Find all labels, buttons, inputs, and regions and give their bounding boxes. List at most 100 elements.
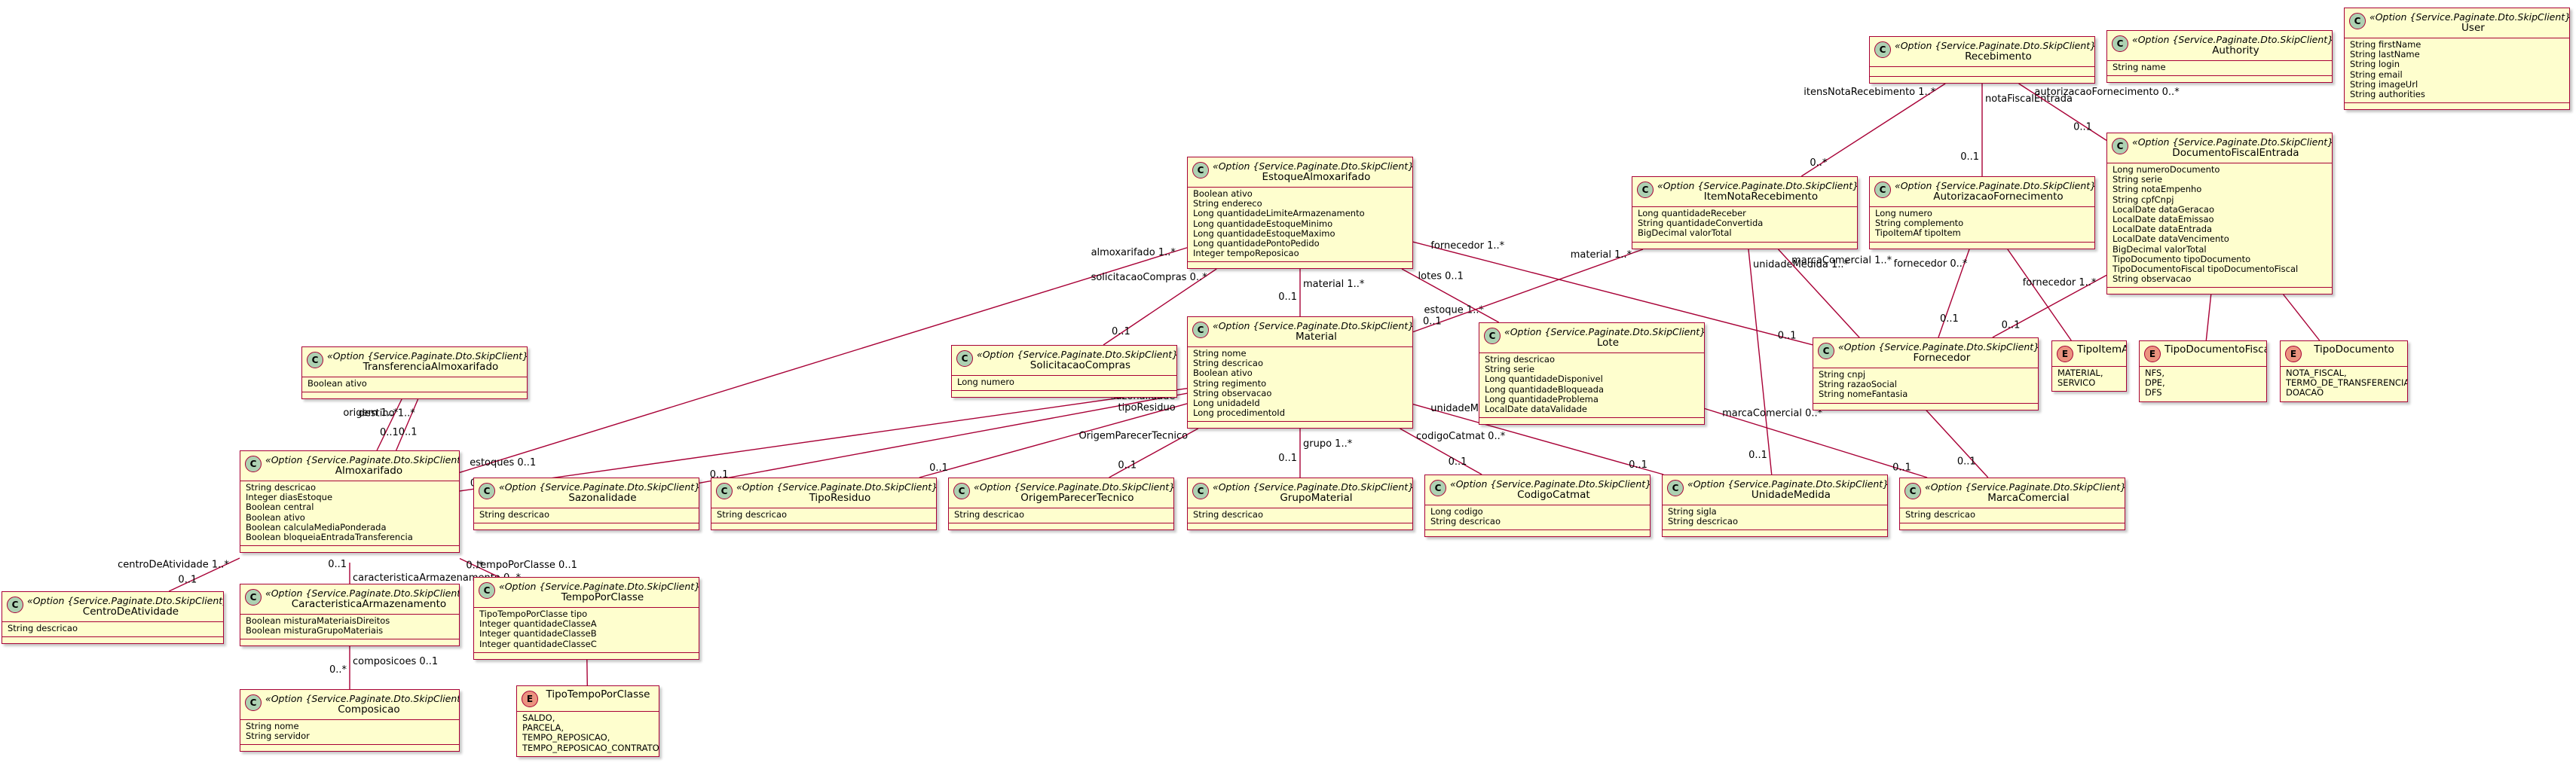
attribute: LocalDate dataEntrada bbox=[2113, 224, 2213, 235]
method-compartment bbox=[240, 744, 459, 751]
attribute-list bbox=[1870, 67, 2094, 76]
attribute: Long unidadeId bbox=[1193, 398, 1260, 409]
attribute: String nomeFantasia bbox=[1819, 389, 1908, 400]
class-almoxarifado[interactable]: C«Option {Service.Paginate.Dto.SkipClien… bbox=[240, 450, 460, 554]
class-authority[interactable]: C«Option {Service.Paginate.Dto.SkipClien… bbox=[2106, 30, 2333, 84]
multiplicity-label: itensNotaRecebimento 1..* bbox=[1804, 87, 1936, 98]
method-compartment bbox=[240, 545, 459, 552]
attribute: LocalDate dataGeracao bbox=[2113, 203, 2215, 215]
attribute: Boolean calculaMediaPonderada bbox=[246, 521, 387, 533]
class-origem-parecer-tecnico[interactable]: C«Option {Service.Paginate.Dto.SkipClien… bbox=[948, 478, 1174, 531]
class-title: TipoResiduo bbox=[809, 492, 871, 504]
class-title: OrigemParecerTecnico bbox=[1020, 492, 1134, 504]
class-title: Material bbox=[1296, 331, 1337, 343]
class-recebimento[interactable]: C«Option {Service.Paginate.Dto.SkipClien… bbox=[1869, 36, 2095, 84]
class-stereotype: «Option {Service.Paginate.Dto.SkipClient… bbox=[2369, 11, 2570, 23]
class-title: EstoqueAlmoxarifado bbox=[1262, 171, 1371, 183]
multiplicity-label: 0..1 bbox=[2073, 122, 2092, 133]
class-title: MarcaComercial bbox=[1987, 492, 2070, 504]
method-compartment bbox=[2, 636, 223, 643]
class-stereotype: «Option {Service.Paginate.Dto.SkipClient… bbox=[327, 350, 528, 362]
multiplicity-label: lotes 0..1 bbox=[1418, 271, 1464, 282]
class-caracteristica-armazenamento[interactable]: C«Option {Service.Paginate.Dto.SkipClien… bbox=[240, 584, 460, 647]
class-circle-icon: C bbox=[245, 694, 262, 711]
class-documento-fiscal-entrada[interactable]: C«Option {Service.Paginate.Dto.SkipClien… bbox=[2106, 133, 2333, 295]
class-circle-icon: C bbox=[1192, 162, 1209, 179]
class-transferencia-almoxarifado[interactable]: C«Option {Service.Paginate.Dto.SkipClien… bbox=[301, 346, 528, 400]
method-compartment bbox=[1188, 261, 1412, 268]
class-stereotype: «Option {Service.Paginate.Dto.SkipClient… bbox=[499, 581, 699, 592]
class-marca-comercial[interactable]: C«Option {Service.Paginate.Dto.SkipClien… bbox=[1899, 478, 2125, 531]
class-circle-icon: C bbox=[1192, 483, 1209, 499]
class-circle-icon: C bbox=[1667, 480, 1684, 496]
class-user[interactable]: C«Option {Service.Paginate.Dto.SkipClien… bbox=[2344, 8, 2570, 111]
attribute: String descricao bbox=[1430, 516, 1501, 527]
class-header: C«Option {Service.Paginate.Dto.SkipClien… bbox=[1425, 475, 1650, 505]
class-header: C«Option {Service.Paginate.Dto.SkipClien… bbox=[240, 690, 459, 720]
multiplicity-label: centroDeAtividade 1..* bbox=[118, 559, 229, 570]
multiplicity-label: 0..1 bbox=[1112, 326, 1130, 337]
class-title: SolicitacaoCompras bbox=[1029, 359, 1131, 371]
class-circle-icon: C bbox=[716, 483, 733, 499]
class-codigo-catmat[interactable]: C«Option {Service.Paginate.Dto.SkipClien… bbox=[1424, 475, 1651, 538]
class-sazonalidade[interactable]: C«Option {Service.Paginate.Dto.SkipClien… bbox=[473, 478, 699, 531]
association-line bbox=[1412, 249, 1644, 333]
attribute: String observacao bbox=[1193, 387, 1272, 398]
attribute: TEMPO_REPOSICAO, bbox=[522, 732, 610, 743]
class-stereotype: «Option {Service.Paginate.Dto.SkipClient… bbox=[1687, 478, 1888, 490]
multiplicity-label: 0..1 bbox=[1629, 459, 1647, 471]
class-stereotype: «Option {Service.Paginate.Dto.SkipClient… bbox=[265, 454, 460, 465]
class-header: C«Option {Service.Paginate.Dto.SkipClien… bbox=[1663, 475, 1887, 505]
class-unidade-medida[interactable]: C«Option {Service.Paginate.Dto.SkipClien… bbox=[1662, 475, 1888, 538]
class-tempo-por-classe[interactable]: C «Option {Service.Paginate.Dto.SkipClien… bbox=[473, 577, 699, 660]
class-circle-icon: C bbox=[1637, 182, 1654, 198]
class-circle-icon: C bbox=[479, 582, 495, 599]
class-title: TempoPorClasse bbox=[561, 591, 644, 603]
class-centro-de-atividade[interactable]: C«Option {Service.Paginate.Dto.SkipClien… bbox=[2, 591, 224, 645]
class-item-nota-recebimento[interactable]: C«Option {Service.Paginate.Dto.SkipClien… bbox=[1632, 176, 1858, 249]
method-compartment bbox=[1870, 241, 2094, 249]
class-composicao[interactable]: C«Option {Service.Paginate.Dto.SkipClien… bbox=[240, 689, 460, 752]
class-fornecedor[interactable]: C«Option {Service.Paginate.Dto.SkipClien… bbox=[1813, 337, 2039, 410]
class-grupo-material[interactable]: C«Option {Service.Paginate.Dto.SkipClien… bbox=[1187, 478, 1413, 531]
attribute: SALDO, bbox=[522, 713, 555, 723]
class-header: C«Option {Service.Paginate.Dto.SkipClien… bbox=[1632, 177, 1857, 207]
multiplicity-label: 0..1 bbox=[1278, 453, 1297, 464]
class-material[interactable]: C«Option {Service.Paginate.Dto.SkipClien… bbox=[1187, 316, 1413, 429]
association-line bbox=[396, 398, 419, 451]
multiplicity-label: grupo 1..* bbox=[1303, 438, 1353, 450]
class-estoque-almoxarifado[interactable]: C«Option {Service.Paginate.Dto.SkipClien… bbox=[1187, 157, 1413, 270]
class-circle-icon: C bbox=[1484, 328, 1501, 344]
attribute: NOTA_FISCAL, bbox=[2286, 368, 2347, 378]
method-compartment bbox=[1425, 529, 1650, 536]
attribute: String nome bbox=[1193, 348, 1247, 359]
multiplicity-label: composicoes 0..1 bbox=[353, 656, 438, 667]
attribute: String login bbox=[2350, 59, 2400, 70]
attribute: Long quantidadeBloqueada bbox=[1485, 383, 1605, 395]
class-stereotype: «Option {Service.Paginate.Dto.SkipClient… bbox=[265, 587, 460, 599]
class-title: TransferenciaAlmoxarifado bbox=[363, 361, 499, 373]
association-line bbox=[1103, 268, 1217, 346]
attribute: String endereco bbox=[1193, 198, 1262, 209]
class-lote[interactable]: C«Option {Service.Paginate.Dto.SkipClien… bbox=[1479, 322, 1705, 426]
class-title: Lote bbox=[1596, 337, 1620, 349]
method-compartment bbox=[1900, 523, 2125, 529]
multiplicity-label: 0..1 bbox=[1778, 330, 1797, 341]
class-tipo-residuo[interactable]: C«Option {Service.Paginate.Dto.SkipClien… bbox=[711, 478, 937, 531]
class-header: C«Option {Service.Paginate.Dto.SkipClien… bbox=[1870, 37, 2094, 67]
class-circle-icon: C bbox=[1874, 41, 1891, 58]
multiplicity-label: 0..* bbox=[329, 664, 347, 676]
class-solicitacao-compras[interactable]: C«Option {Service.Paginate.Dto.SkipClien… bbox=[951, 345, 1177, 398]
class-header: C«Option {Service.Paginate.Dto.SkipClien… bbox=[1870, 177, 2094, 207]
association-line bbox=[459, 557, 500, 578]
class-autorizacao-fornecimento[interactable]: C«Option {Service.Paginate.Dto.SkipClien… bbox=[1869, 176, 2095, 249]
